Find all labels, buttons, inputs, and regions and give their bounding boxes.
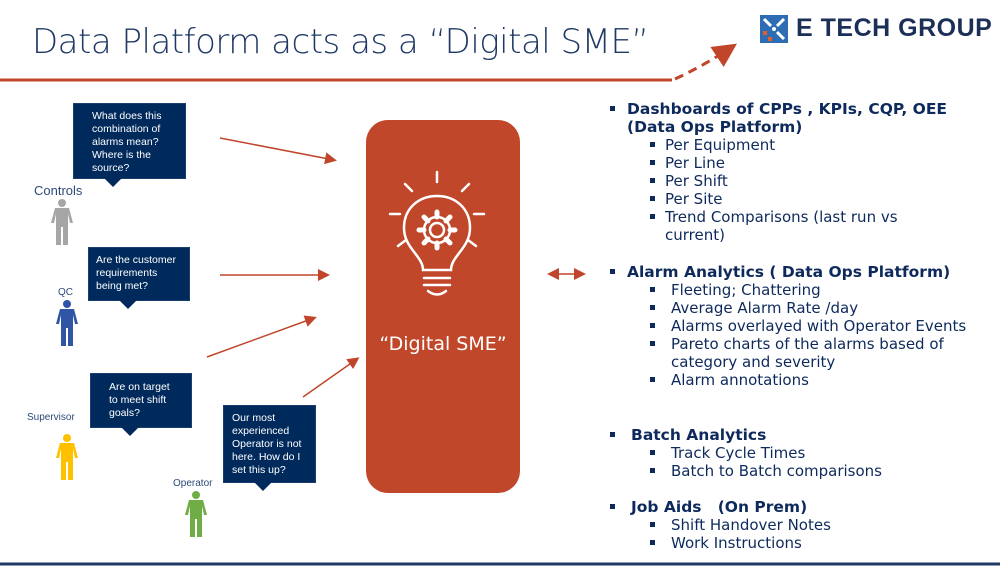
label-supervisor: Supervisor bbox=[27, 412, 75, 423]
logo-icon bbox=[760, 14, 788, 43]
arrow-operator bbox=[302, 357, 360, 398]
list-item: Per Equipment bbox=[610, 136, 970, 154]
bubble-controls: What does this combination of alarms mea… bbox=[73, 103, 186, 187]
section-title: Job Aids (On Prem) bbox=[610, 498, 831, 516]
arrow-supervisor bbox=[206, 315, 317, 358]
digital-sme-box: “Digital SME” bbox=[366, 120, 520, 493]
list-item: Shift Handover Notes bbox=[610, 516, 831, 534]
list-item: Work Instructions bbox=[610, 534, 831, 552]
list-item: Trend Comparisons (last run vs current) bbox=[610, 208, 950, 244]
section-title: Dashboards of CPPs , KPIs, CQP, OEE (Dat… bbox=[610, 100, 970, 136]
bubble-qc: Are the customer requirements being met? bbox=[88, 247, 190, 309]
lightbulb-gear-icon bbox=[388, 170, 486, 296]
list-item: Pareto charts of the alarms based of cat… bbox=[610, 335, 990, 371]
list-item: Per Site bbox=[610, 190, 970, 208]
list-item: Per Line bbox=[610, 154, 970, 172]
arrow-controls bbox=[219, 137, 337, 165]
section-job-aids: Job Aids (On Prem) Shift Handover Notes … bbox=[610, 498, 831, 552]
company-logo: E TECH GROUP bbox=[760, 14, 992, 43]
slide-title: Data Platform acts as a “Digital SME” bbox=[32, 22, 649, 62]
section-title: Alarm Analytics ( Data Ops Platform) bbox=[610, 263, 990, 281]
list-item: Batch to Batch comparisons bbox=[610, 462, 882, 480]
list-item: Track Cycle Times bbox=[610, 444, 882, 462]
list-item: Alarm annotations bbox=[610, 371, 990, 389]
list-item: Alarms overlayed with Operator Events bbox=[610, 317, 970, 335]
person-operator-icon bbox=[185, 491, 207, 537]
section-batch-analytics: Batch Analytics Track Cycle Times Batch … bbox=[610, 426, 882, 480]
person-controls-icon bbox=[51, 199, 73, 245]
list-item: Fleeting; Chattering bbox=[610, 281, 990, 299]
list-item: Average Alarm Rate /day bbox=[610, 299, 990, 317]
digital-sme-label: “Digital SME” bbox=[379, 333, 507, 355]
label-qc: QC bbox=[58, 287, 73, 298]
person-supervisor-icon bbox=[56, 434, 78, 480]
list-item: Per Shift bbox=[610, 172, 970, 190]
logo-text: E TECH GROUP bbox=[796, 14, 993, 42]
bubble-supervisor: Are on target to meet shift goals? bbox=[90, 373, 192, 436]
person-qc-icon bbox=[56, 300, 78, 346]
dashed-arrow bbox=[674, 43, 737, 81]
section-dashboards: Dashboards of CPPs , KPIs, CQP, OEE (Dat… bbox=[610, 100, 970, 244]
section-alarm-analytics: Alarm Analytics ( Data Ops Platform) Fle… bbox=[610, 263, 990, 389]
section-title: Batch Analytics bbox=[610, 426, 882, 444]
bubble-operator: Our most experienced Operator is not her… bbox=[223, 405, 316, 491]
label-controls: Controls bbox=[34, 183, 83, 198]
label-operator: Operator bbox=[173, 478, 213, 489]
